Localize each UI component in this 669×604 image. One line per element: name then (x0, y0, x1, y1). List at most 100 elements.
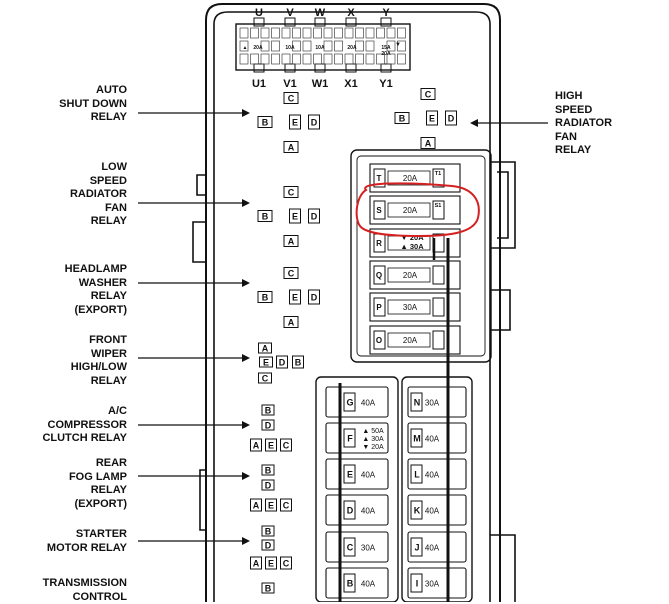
mini-fuse-letter: T (377, 174, 382, 183)
connector-key-bottom (381, 64, 391, 72)
arrow-head-icon (242, 354, 250, 362)
relay-pin-label: C (262, 374, 269, 384)
relay-pin-label: D (265, 541, 272, 551)
connector-cavity (272, 41, 280, 51)
arrow-head-icon (242, 279, 250, 287)
maxi-fuse-value: 30A (425, 580, 440, 589)
relay-label-line: STARTER (47, 528, 127, 542)
maxi-fuse-value: 30A (425, 399, 440, 408)
connector-cavity (398, 54, 406, 64)
maxi-fuse-letter: D (347, 506, 354, 516)
relay-label-line: RELAY (70, 215, 127, 229)
mini-fuse-value: 20A (403, 336, 418, 345)
maxi-fuse-option: ▲ 30A (362, 436, 384, 443)
relay-pin-label: E (292, 293, 298, 303)
relay-label-line: RELAY (65, 290, 127, 304)
maxi-fuse-letter: K (414, 506, 421, 516)
connector-cavity (335, 54, 343, 64)
maxi-fuse-slot (326, 459, 388, 489)
relay-pin-label: C (288, 94, 295, 104)
relay-pin-label: A (253, 441, 260, 451)
connector-cavity (272, 28, 280, 38)
maxi-fuse-value: 40A (361, 399, 376, 408)
relay-pin-label: E (268, 559, 274, 569)
maxi-fuse-letter: L (414, 470, 420, 480)
relay-pin-label: E (268, 441, 274, 451)
arrow-head-icon (470, 119, 478, 127)
relay-pin-label: C (425, 90, 432, 100)
relay-label-line: HIGH/LOW (71, 361, 127, 375)
arrow-head-icon (242, 421, 250, 429)
arrow-head-icon (242, 199, 250, 207)
maxi-fuse-value: 40A (361, 507, 376, 516)
relay-pin-label: E (429, 114, 435, 124)
relay-label-line: RELAY (69, 484, 127, 498)
relay-pin-label: B (265, 584, 272, 594)
connector-cavity (272, 54, 280, 64)
maxi-fuse-slot (326, 387, 388, 417)
connector-cavity (366, 41, 374, 51)
mini-fuse-option: ▲ 30A (400, 242, 424, 251)
relay-label-line: WASHER (65, 277, 127, 291)
connector-key-top (315, 18, 325, 26)
relay-label-line: RADIATOR (70, 188, 127, 202)
connector-cavity (324, 28, 332, 38)
connector-key-top (254, 18, 264, 26)
relay-label-line: MOTOR RELAY (47, 542, 127, 556)
connector-arrow-icon: ▲ (243, 45, 248, 51)
maxi-fuse-option: ▲ 50A (362, 428, 384, 435)
connector-cavity (366, 54, 374, 64)
relay-pin-label: C (288, 188, 295, 198)
relay-pin-label: E (263, 358, 269, 368)
maxi-fuse-slot (326, 495, 388, 525)
relay-label-line: RELAY (59, 111, 127, 125)
connector-cavity (251, 28, 259, 38)
relay-pin-label: A (288, 318, 295, 328)
relay-pin-label: E (292, 118, 298, 128)
connector-bottom-label: U1 (252, 78, 266, 90)
relay-pin-label: E (292, 212, 298, 222)
relay-pin-label: B (262, 212, 269, 222)
connector-fuse-value: 20A (381, 51, 391, 57)
connector-key-bottom (315, 64, 325, 72)
relay-label-line: RELAY (555, 144, 612, 158)
relay-label-line: FAN (555, 131, 612, 145)
mini-fuse-terminal (433, 331, 444, 349)
arrow-head-icon (242, 537, 250, 545)
maxi-fuse-value: 40A (361, 580, 376, 589)
maxi-fuse-letter: B (347, 579, 354, 589)
connector-key-top (381, 18, 391, 26)
maxi-fuse-slot (326, 568, 388, 598)
connector-top-label: U (255, 7, 263, 19)
relay-pin-label: C (283, 441, 290, 451)
relay-label-line: HEADLAMP (65, 263, 127, 277)
relay-label-line: CLUTCH RELAY (42, 432, 127, 446)
mini-fuse-value: 20A (403, 206, 418, 215)
relay-pin-label: A (288, 237, 295, 247)
connector-cavity (324, 41, 332, 51)
connector-cavity (356, 54, 364, 64)
relay-pin-label: B (399, 114, 406, 124)
connector-arrow-icon: ▼ (395, 42, 401, 48)
connector-bottom-label: W1 (312, 78, 329, 90)
maxi-fuse-value: 40A (425, 471, 440, 480)
relay-label-line: HIGH (555, 90, 612, 104)
connector-top-label: W (315, 7, 326, 19)
connector-cavity (240, 28, 248, 38)
maxi-fuse-slot (326, 532, 388, 562)
relay-label-line: (EXPORT) (69, 498, 127, 512)
mini-fuse-housing (351, 150, 491, 362)
connector-key-top (346, 18, 356, 26)
maxi-fuse-value: 40A (425, 507, 440, 516)
connector-key-bottom (254, 64, 264, 72)
connector-cavity (293, 28, 301, 38)
relay-label-line: A/C (42, 405, 127, 419)
relay-pin-label: C (283, 501, 290, 511)
connector-cavity (282, 28, 290, 38)
